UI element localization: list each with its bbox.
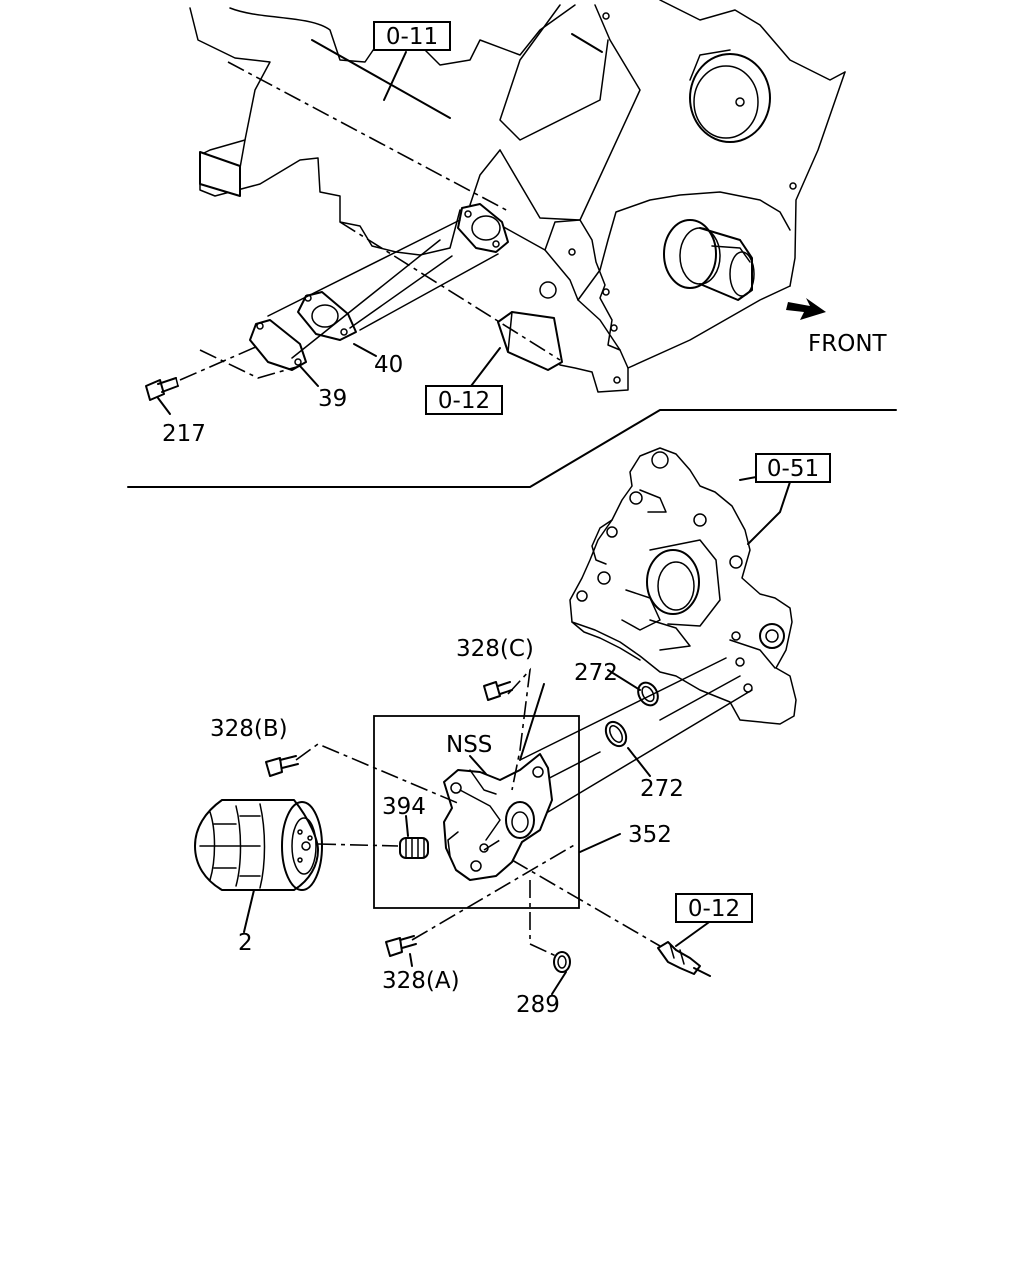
part-label-217[interactable]: 217: [162, 421, 206, 447]
o-ring-272-lower: [604, 720, 628, 748]
o-ring-272-upper: [637, 681, 659, 707]
gasket-40: [297, 291, 357, 341]
bolt-328b: [265, 755, 299, 777]
part-label-272-upper[interactable]: 272: [574, 660, 618, 686]
crankshaft-nose: [663, 219, 755, 301]
cover-plate-39: [249, 319, 307, 371]
bolt-328c: [483, 681, 513, 701]
ref-oil-pan-text: 0-12: [438, 388, 490, 414]
ref-oil-switch-text: 0-12: [688, 896, 740, 922]
ref-box-oil-pump[interactable]: 0-51: [755, 453, 831, 483]
part-label-39[interactable]: 39: [318, 386, 347, 412]
ref-engine-block-text: 0-11: [386, 24, 438, 50]
section-divider: [127, 409, 897, 488]
plug-289: [553, 951, 571, 973]
part-label-289[interactable]: 289: [516, 992, 560, 1018]
assembly-box-352: [373, 715, 580, 909]
oil-pump-body: [569, 447, 797, 725]
part-label-394[interactable]: 394: [382, 794, 426, 820]
oil-pressure-switch: [657, 941, 711, 977]
ref-box-engine-block[interactable]: 0-11: [373, 21, 451, 51]
part-label-2[interactable]: 2: [238, 930, 253, 956]
ref-box-oil-switch[interactable]: 0-12: [675, 893, 753, 923]
nss-label[interactable]: NSS: [446, 732, 492, 758]
front-label: FRONT: [808, 331, 888, 357]
block-oil-port: [457, 203, 509, 253]
front-arrow: FRONT: [786, 298, 888, 357]
top-section-lines: [157, 33, 603, 415]
ref-oil-pump-text: 0-51: [767, 456, 819, 482]
engine-block-drawing: [189, 0, 846, 393]
bolt-217: [145, 377, 179, 401]
oil-passage-lines: [519, 657, 753, 813]
part-label-352[interactable]: 352: [628, 822, 672, 848]
bottom-section-lines: [243, 469, 795, 995]
part-label-40[interactable]: 40: [374, 352, 403, 378]
crank-boss: [689, 49, 771, 143]
ref-box-oil-pan-top[interactable]: 0-12: [425, 385, 503, 415]
relief-spring-394: [399, 837, 429, 859]
bolt-328a: [385, 935, 417, 957]
part-label-328c[interactable]: 328(C): [456, 636, 534, 662]
oil-filter-2: [194, 799, 323, 891]
part-label-328a[interactable]: 328(A): [382, 968, 460, 994]
part-label-272-lower[interactable]: 272: [640, 776, 684, 802]
oil-filter-bracket: [443, 753, 553, 881]
part-label-328b[interactable]: 328(B): [210, 716, 288, 742]
